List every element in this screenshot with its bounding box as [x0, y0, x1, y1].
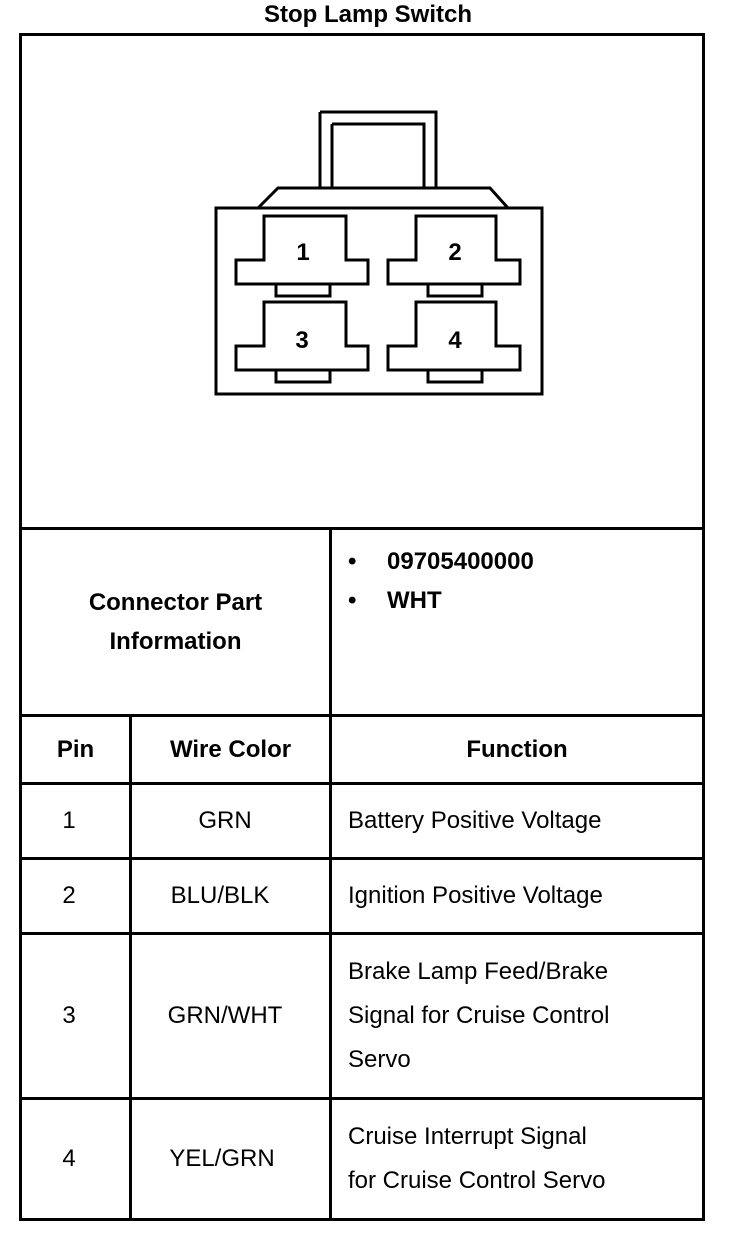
row-3-function-line: Servo [348, 1046, 411, 1073]
row-1-wire-color: GRN [198, 807, 252, 834]
row-2-function-line: Ignition Positive Voltage [348, 882, 603, 909]
row-1-pin: 1 [62, 807, 76, 834]
row-4-pin: 4 [62, 1145, 76, 1172]
row-2-function: Ignition Positive Voltage [332, 860, 702, 932]
pin-label-4: 4 [448, 327, 462, 354]
pin-cavity-2 [386, 214, 522, 298]
part-number: 09705400000 [387, 548, 534, 575]
row-3-wire-color: GRN/WHT [167, 1002, 283, 1029]
row-4-function-line: for Cruise Control Servo [348, 1167, 606, 1194]
header-wire-color: Wire Color [169, 735, 292, 763]
row-3-function: Brake Lamp Feed/Brake Signal for Cruise … [332, 935, 702, 1097]
header-function: Function [466, 735, 568, 763]
page-title: Stop Lamp Switch [263, 1, 472, 28]
row-1-function: Battery Positive Voltage [332, 785, 702, 857]
connector-face-diagram: 1 2 3 4 [214, 110, 544, 396]
row-3-pin: 3 [62, 1002, 76, 1029]
pin-label-2: 2 [448, 239, 461, 266]
connector-color: WHT [387, 587, 442, 614]
pin-label-3: 3 [295, 327, 308, 354]
row-4-function-line: Cruise Interrupt Signal [348, 1123, 587, 1150]
part-info-label-line1: Connector Part [88, 589, 263, 616]
pin-cavity-3 [234, 300, 370, 384]
row-2-pin: 2 [62, 882, 76, 909]
pin-cavity-4 [386, 300, 522, 384]
row-4-wire-color: YEL/GRN [169, 1145, 275, 1172]
row-4-function: Cruise Interrupt Signal for Cruise Contr… [332, 1100, 702, 1218]
row-3-function-line: Signal for Cruise Control [348, 1002, 610, 1029]
pin-cavity-1 [234, 214, 370, 298]
header-pin: Pin [56, 735, 95, 763]
part-info-label: Connector Part Information [22, 530, 329, 714]
row-3-function-line: Brake Lamp Feed/Brake [348, 958, 609, 985]
row-1-function-line: Battery Positive Voltage [348, 807, 602, 834]
part-info-label-line2: Information [109, 628, 242, 655]
pin-label-1: 1 [296, 239, 309, 266]
row-2-wire-color: BLU/BLK [170, 882, 270, 909]
